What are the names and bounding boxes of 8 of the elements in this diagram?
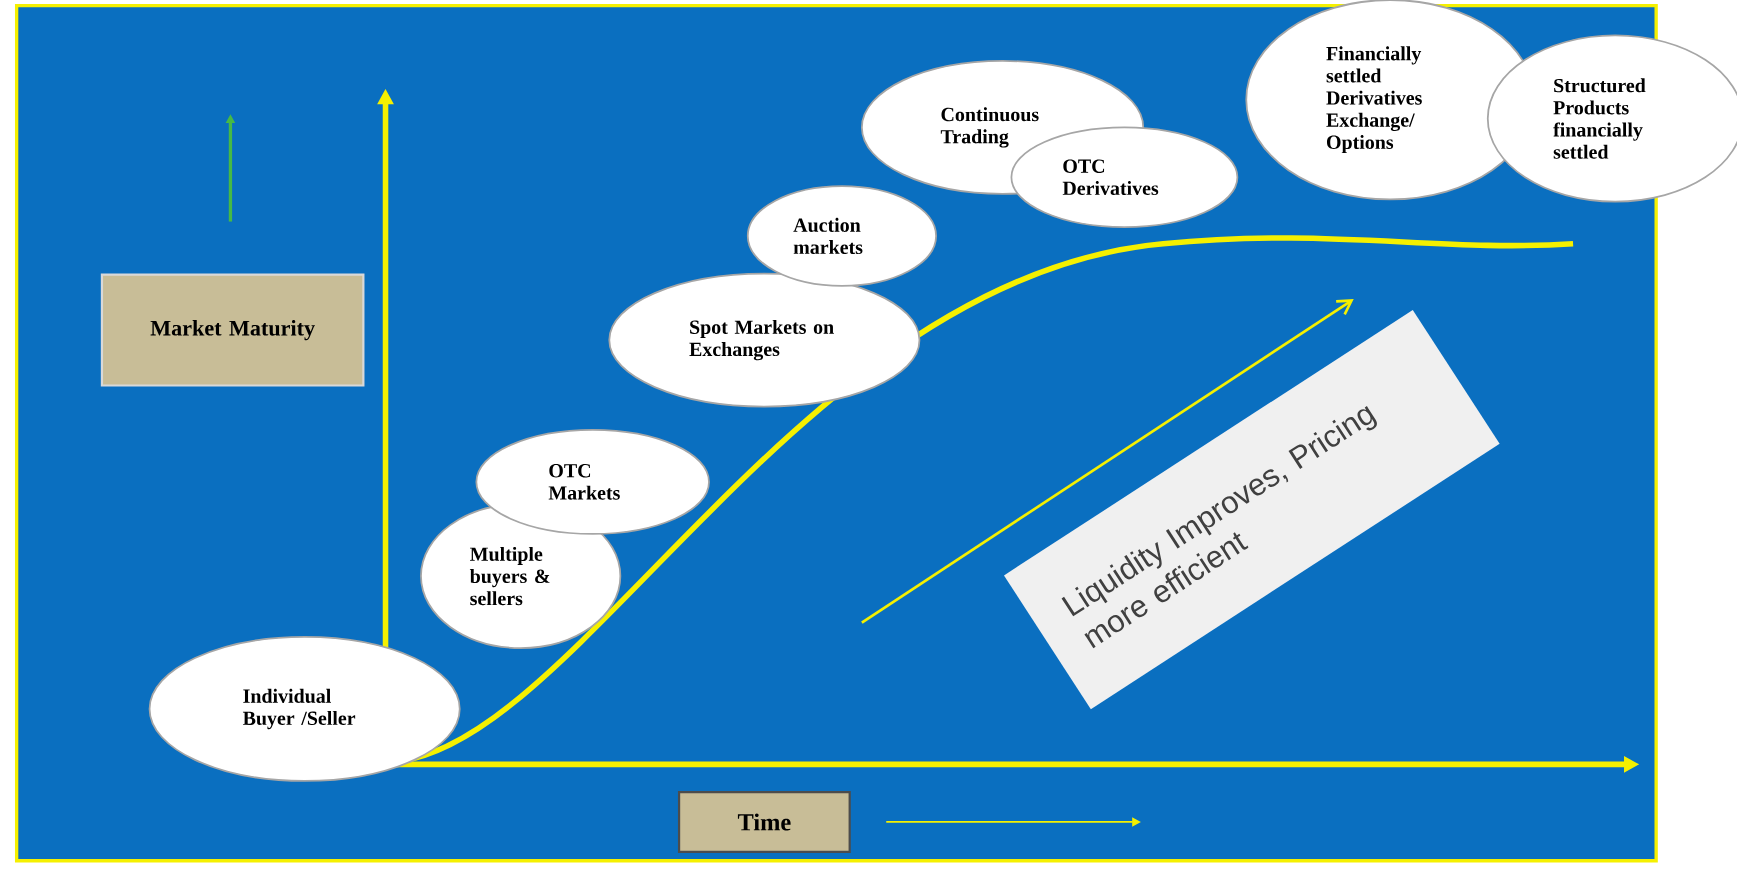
ellipse-node: OTC Derivatives <box>1010 126 1239 229</box>
ellipse-node: Structured Products financially settled <box>1486 34 1737 203</box>
ellipse-node: Auction markets <box>746 185 937 287</box>
label-box: Market Maturity <box>100 273 365 387</box>
ellipse-node: OTC Markets <box>475 429 710 535</box>
ellipse-node: Individual Buyer /Seller <box>148 636 461 782</box>
node-label: Structured Products financially settled <box>1553 78 1646 159</box>
label-box: Time <box>677 791 851 854</box>
